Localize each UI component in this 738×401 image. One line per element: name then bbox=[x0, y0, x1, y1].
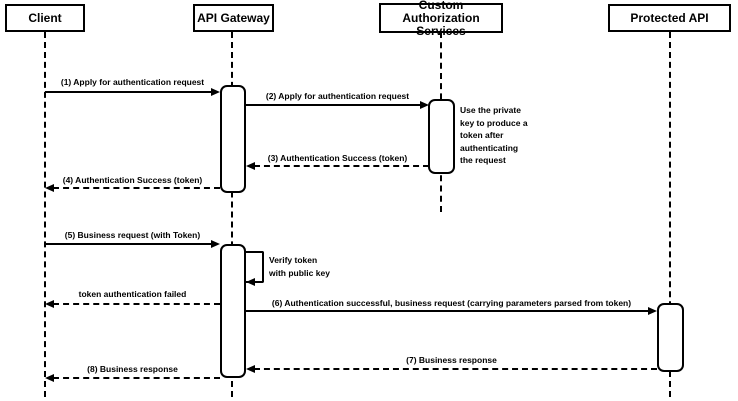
actor-label-protected-api: Protected API bbox=[630, 10, 709, 25]
message-3-line bbox=[254, 165, 429, 167]
lifeline-api-gateway bbox=[231, 32, 233, 397]
actor-label-api-gateway: API Gateway bbox=[197, 10, 270, 25]
arrowhead-icon bbox=[45, 184, 54, 192]
message-7-label: (7) Business response bbox=[406, 355, 497, 365]
message-5-label: (5) Business request (with Token) bbox=[64, 230, 201, 240]
actor-box-api-gateway: API Gateway bbox=[193, 4, 274, 32]
actor-label-client: Client bbox=[28, 10, 62, 25]
activation-custom-auth bbox=[428, 99, 455, 174]
message-4-label: (4) Authentication Success (token) bbox=[62, 175, 203, 185]
arrowhead-icon bbox=[246, 162, 255, 170]
self-message-label: Verify token with public key bbox=[269, 255, 330, 278]
arrowhead-icon bbox=[246, 365, 255, 373]
message-token-failed-label: token authentication failed bbox=[78, 289, 187, 299]
arrowhead-icon bbox=[211, 240, 220, 248]
activation-protected-api bbox=[657, 303, 684, 372]
message-2-line bbox=[246, 104, 421, 106]
arrowhead-icon bbox=[648, 307, 657, 315]
lifeline-protected-api bbox=[669, 32, 671, 397]
note-private-key: Use the private key to produce a token a… bbox=[460, 105, 528, 165]
lifeline-client bbox=[44, 32, 46, 397]
message-2-label: (2) Apply for authentication request bbox=[265, 91, 410, 101]
message-6-line bbox=[246, 310, 649, 312]
message-token-failed-line bbox=[53, 303, 220, 305]
arrowhead-icon bbox=[246, 278, 255, 286]
actor-box-protected-api: Protected API bbox=[608, 4, 731, 32]
activation-api-gateway-2 bbox=[220, 244, 246, 378]
message-1-label: (1) Apply for authentication request bbox=[60, 77, 205, 87]
self-message-loop bbox=[246, 251, 264, 283]
message-6-label: (6) Authentication successful, business … bbox=[271, 298, 632, 308]
actor-box-client: Client bbox=[5, 4, 85, 32]
message-7-line bbox=[254, 368, 657, 370]
activation-api-gateway-1 bbox=[220, 85, 246, 193]
arrowhead-icon bbox=[420, 101, 429, 109]
arrowhead-icon bbox=[45, 374, 54, 382]
actor-box-custom-auth: Custom Authorization Services bbox=[379, 0, 503, 37]
message-5-line bbox=[45, 243, 212, 245]
message-3-label: (3) Authentication Success (token) bbox=[267, 153, 408, 163]
arrowhead-icon bbox=[45, 300, 54, 308]
message-1-line bbox=[45, 91, 212, 93]
message-4-line bbox=[53, 187, 220, 189]
arrowhead-icon bbox=[211, 88, 220, 96]
message-8-label: (8) Business response bbox=[87, 364, 178, 374]
actor-label-custom-auth: Custom Authorization Services bbox=[402, 0, 480, 38]
message-8-line bbox=[53, 377, 220, 379]
